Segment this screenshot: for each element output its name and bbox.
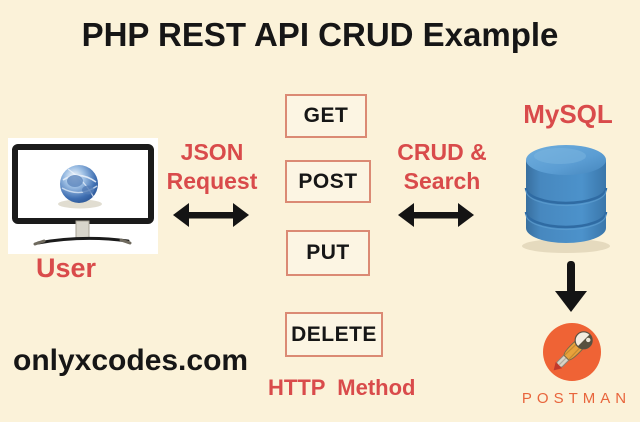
monitor-globe-icon [12,144,154,246]
client-computer-panel [8,138,158,254]
http-method-delete-box: DELETE [285,312,383,357]
database-cylinder-icon [522,145,610,253]
json-request-label: JSON Request [164,138,260,196]
http-method-caption: HTTP Method [268,375,416,400]
user-label: User [35,253,97,283]
diagram-title: PHP REST API CRUD Example [81,16,559,53]
site-watermark: onlyxcodes.com [13,344,249,377]
http-method-put-box: PUT [286,230,370,276]
double-arrow-icon [398,203,474,227]
mysql-label: MySQL [523,99,613,129]
crud-search-line2: Search [403,167,481,194]
postman-wordmark: POSTMAN [521,390,632,407]
json-request-line2: Request [166,167,258,194]
crud-search-line1: CRUD & [397,139,487,165]
postman-astronaut-icon [543,323,601,381]
crud-search-label: CRUD & Search [394,138,490,196]
http-method-post-box: POST [285,160,371,203]
http-method-get-box: GET [285,94,367,138]
double-arrow-icon [173,203,249,227]
down-arrow-icon [555,261,587,312]
json-request-line1: JSON [180,139,244,165]
